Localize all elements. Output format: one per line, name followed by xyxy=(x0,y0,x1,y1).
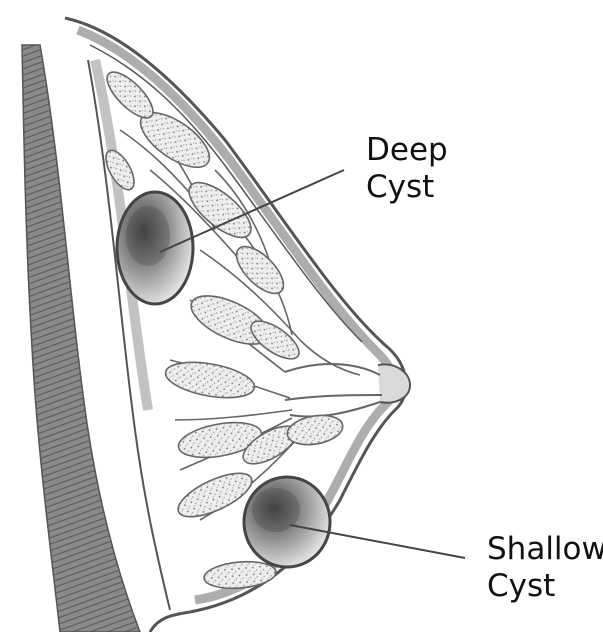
shallow-cyst-label-line-2: Cyst xyxy=(487,568,603,605)
deep-cyst-label-line-1: Deep xyxy=(366,132,448,169)
deep-cyst-label-line-2: Cyst xyxy=(366,169,448,206)
deep-cyst-leader-line xyxy=(160,170,344,252)
shallow-cyst-label-line-1: Shallow xyxy=(487,531,603,568)
shallow-cyst-label: Shallow Cyst xyxy=(487,531,603,605)
deep-cyst xyxy=(117,192,193,304)
shallow-cyst xyxy=(244,477,330,567)
deep-cyst-label: Deep Cyst xyxy=(366,132,448,206)
